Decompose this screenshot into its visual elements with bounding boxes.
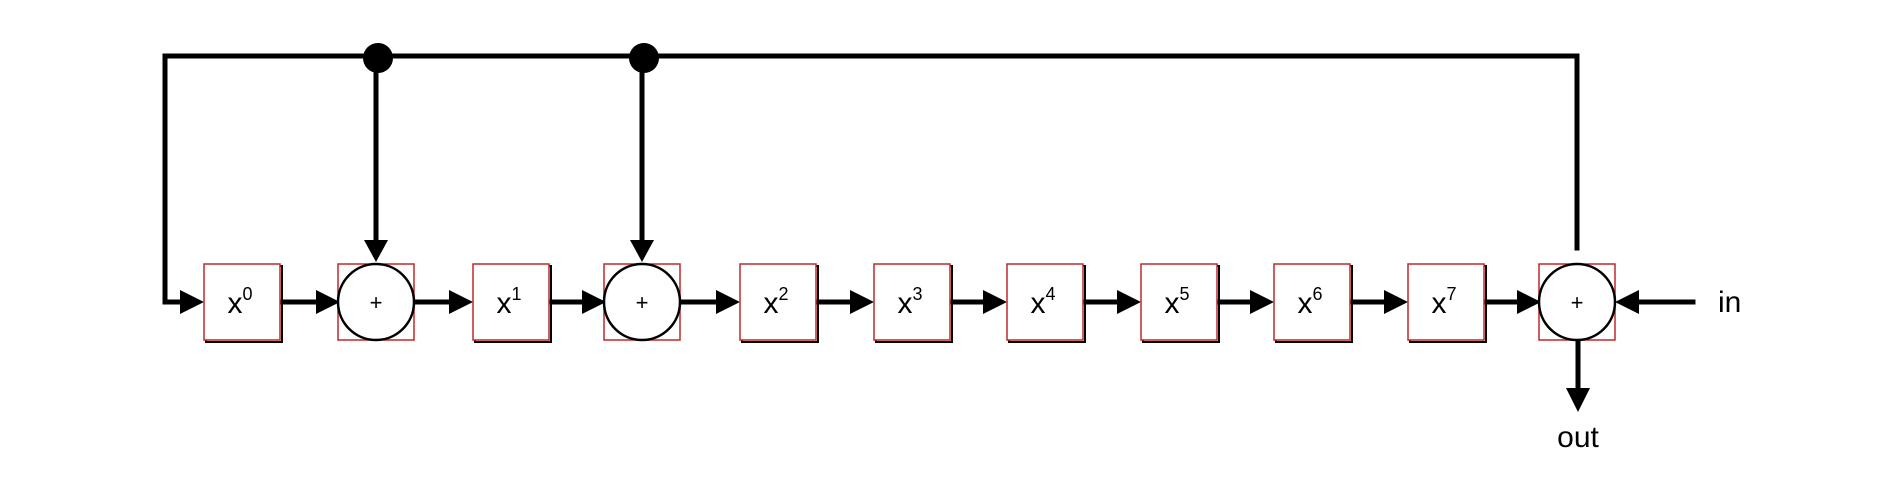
register-cell-x3: x3 xyxy=(873,263,953,343)
svg-text:x5: x5 xyxy=(1164,284,1189,320)
cell-base: x xyxy=(1030,287,1045,320)
cell-exponent: 1 xyxy=(511,284,521,304)
svg-text:x1: x1 xyxy=(496,284,521,320)
svg-text:x0: x0 xyxy=(227,284,252,320)
arrowhead-into-add1 xyxy=(316,290,340,314)
cell-exponent: 2 xyxy=(778,284,788,304)
svg-text:x7: x7 xyxy=(1431,284,1456,320)
cell-base: x xyxy=(897,287,912,320)
cell-exponent: 3 xyxy=(912,284,922,304)
cell-exponent: 7 xyxy=(1446,284,1456,304)
feedback-bus xyxy=(162,53,1580,305)
cell-exponent: 0 xyxy=(242,284,252,304)
cell-box xyxy=(1140,263,1218,341)
register-cell-x2: x2 xyxy=(739,263,819,343)
cell-box xyxy=(1006,263,1084,341)
arrowhead-into-x2 xyxy=(716,290,740,314)
svg-text:x6: x6 xyxy=(1297,284,1322,320)
cell-box xyxy=(1273,263,1351,341)
cell-exponent: 6 xyxy=(1312,284,1322,304)
cell-box xyxy=(739,263,817,341)
cell-exponent: 5 xyxy=(1179,284,1189,304)
arrowhead-into-add3-right xyxy=(1615,290,1639,314)
svg-text:x3: x3 xyxy=(897,284,922,320)
arrowhead-into-x1 xyxy=(449,290,473,314)
svg-text:x2: x2 xyxy=(763,284,788,320)
arrowhead-into-add3-left xyxy=(1517,290,1541,314)
adder-3: + xyxy=(1537,262,1617,342)
adder-symbol: + xyxy=(636,290,649,315)
arrowheads xyxy=(180,240,1639,412)
adder-2: + xyxy=(602,262,682,342)
register-cell-x6: x6 xyxy=(1273,263,1353,343)
cell-box xyxy=(873,263,951,341)
arrowhead-into-x7 xyxy=(1384,290,1408,314)
adder-circle xyxy=(602,262,682,342)
cell-box xyxy=(203,263,281,341)
adder-symbol: + xyxy=(370,290,383,315)
output-label: out xyxy=(1557,421,1599,454)
input-label: in xyxy=(1718,286,1741,319)
register-cell-x0: x0 xyxy=(203,263,283,343)
arrowhead-output xyxy=(1566,388,1590,412)
arrowhead-tap-2 xyxy=(630,240,654,262)
cell-base: x xyxy=(1297,287,1312,320)
adder-circle xyxy=(336,262,416,342)
cell-base: x xyxy=(496,287,511,320)
wires xyxy=(162,53,1696,395)
arrowhead-into-x5 xyxy=(1117,290,1141,314)
register-cell-x5: x5 xyxy=(1140,263,1220,343)
adder-circle xyxy=(1537,262,1617,342)
cell-base: x xyxy=(227,287,242,320)
arrowhead-into-x0 xyxy=(180,290,204,314)
arrowhead-into-x3 xyxy=(850,290,874,314)
junction-dot-1 xyxy=(363,43,393,73)
junction-dot-2 xyxy=(629,43,659,73)
cell-base: x xyxy=(1164,287,1179,320)
adder-symbol: + xyxy=(1571,290,1584,315)
cell-base: x xyxy=(763,287,778,320)
arrowhead-into-add2 xyxy=(582,290,606,314)
register-cell-x1: x1 xyxy=(472,263,552,343)
arrowhead-into-x6 xyxy=(1250,290,1274,314)
cell-base: x xyxy=(1431,287,1446,320)
svg-text:x4: x4 xyxy=(1030,284,1055,320)
arrowhead-tap-1 xyxy=(364,240,388,262)
cell-box xyxy=(1407,263,1485,341)
register-cell-x4: x4 xyxy=(1006,263,1086,343)
adder-1: + xyxy=(336,262,416,342)
cell-exponent: 4 xyxy=(1045,284,1055,304)
register-cell-x7: x7 xyxy=(1407,263,1487,343)
cell-box xyxy=(472,263,550,341)
arrowhead-into-x4 xyxy=(983,290,1007,314)
